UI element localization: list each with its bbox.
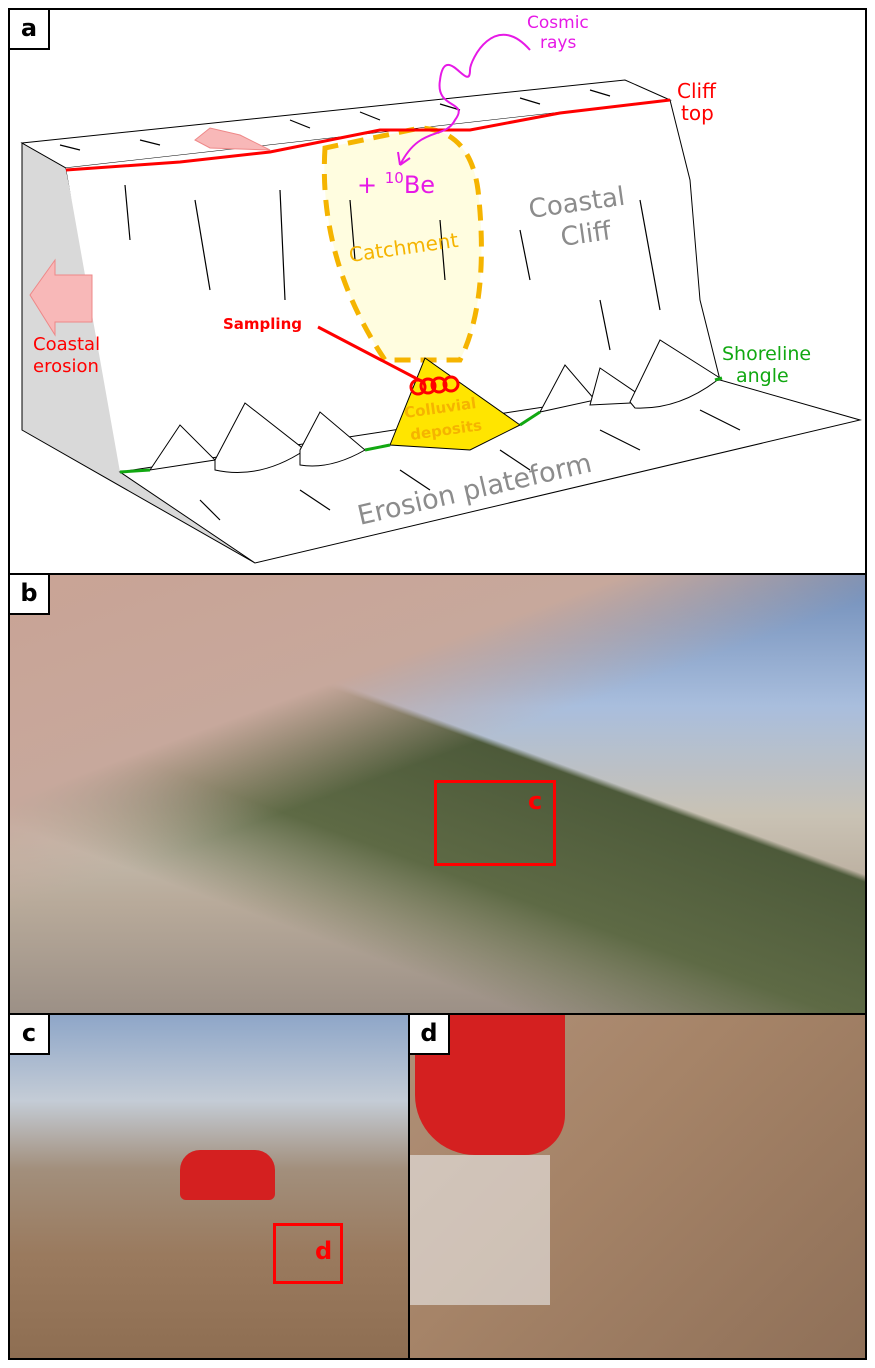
cliff-photo bbox=[10, 575, 865, 1013]
panel-label-a: a bbox=[10, 10, 50, 50]
inset-box-c bbox=[434, 780, 556, 866]
panel-label-b: b bbox=[10, 575, 50, 615]
sample-bag bbox=[410, 1155, 550, 1305]
sampling-label: Sampling bbox=[223, 315, 302, 333]
be10-label: + 10Be bbox=[357, 169, 435, 199]
sampling-pointer bbox=[317, 325, 426, 385]
panel-b-photo: b c bbox=[8, 573, 867, 1015]
panel-a-diagram: a Cosmic rays Cliff top + 10Be Catchment bbox=[8, 8, 867, 575]
shoreline-label: Shoreline bbox=[722, 343, 811, 365]
panel-d-photo: d bbox=[408, 1013, 867, 1360]
inset-label-d: d bbox=[315, 1237, 333, 1265]
svg-text:top: top bbox=[681, 101, 714, 125]
cosmic-ray-arrowhead bbox=[397, 151, 411, 166]
inset-label-c: c bbox=[528, 787, 543, 815]
talus-cones bbox=[148, 339, 721, 473]
svg-text:angle: angle bbox=[736, 365, 789, 387]
coastal-erosion-label: Coastal bbox=[33, 334, 100, 355]
cosmic-ray-path bbox=[399, 33, 531, 166]
erosion-platform bbox=[118, 379, 862, 564]
sample-circles bbox=[409, 375, 460, 396]
cliff-top-line bbox=[65, 98, 671, 172]
cliff-diagram: Cosmic rays Cliff top + 10Be Catchment C… bbox=[20, 13, 862, 564]
cliff-retreat-arrow bbox=[194, 127, 271, 151]
svg-text:rays: rays bbox=[540, 33, 576, 53]
panel-label-c: c bbox=[10, 1015, 50, 1055]
svg-text:Cliff: Cliff bbox=[559, 216, 614, 253]
inset-box-d bbox=[273, 1223, 343, 1284]
svg-text:erosion: erosion bbox=[33, 356, 99, 377]
coastal-erosion-arrow bbox=[29, 258, 93, 337]
catchment-area bbox=[321, 125, 484, 363]
cosmic-rays-label: Cosmic bbox=[527, 13, 589, 33]
person-red-jacket bbox=[180, 1150, 275, 1200]
panel-label-d: d bbox=[410, 1015, 450, 1055]
cliff-top-label: Cliff bbox=[677, 79, 717, 103]
panel-c-photo: c d bbox=[8, 1013, 410, 1360]
